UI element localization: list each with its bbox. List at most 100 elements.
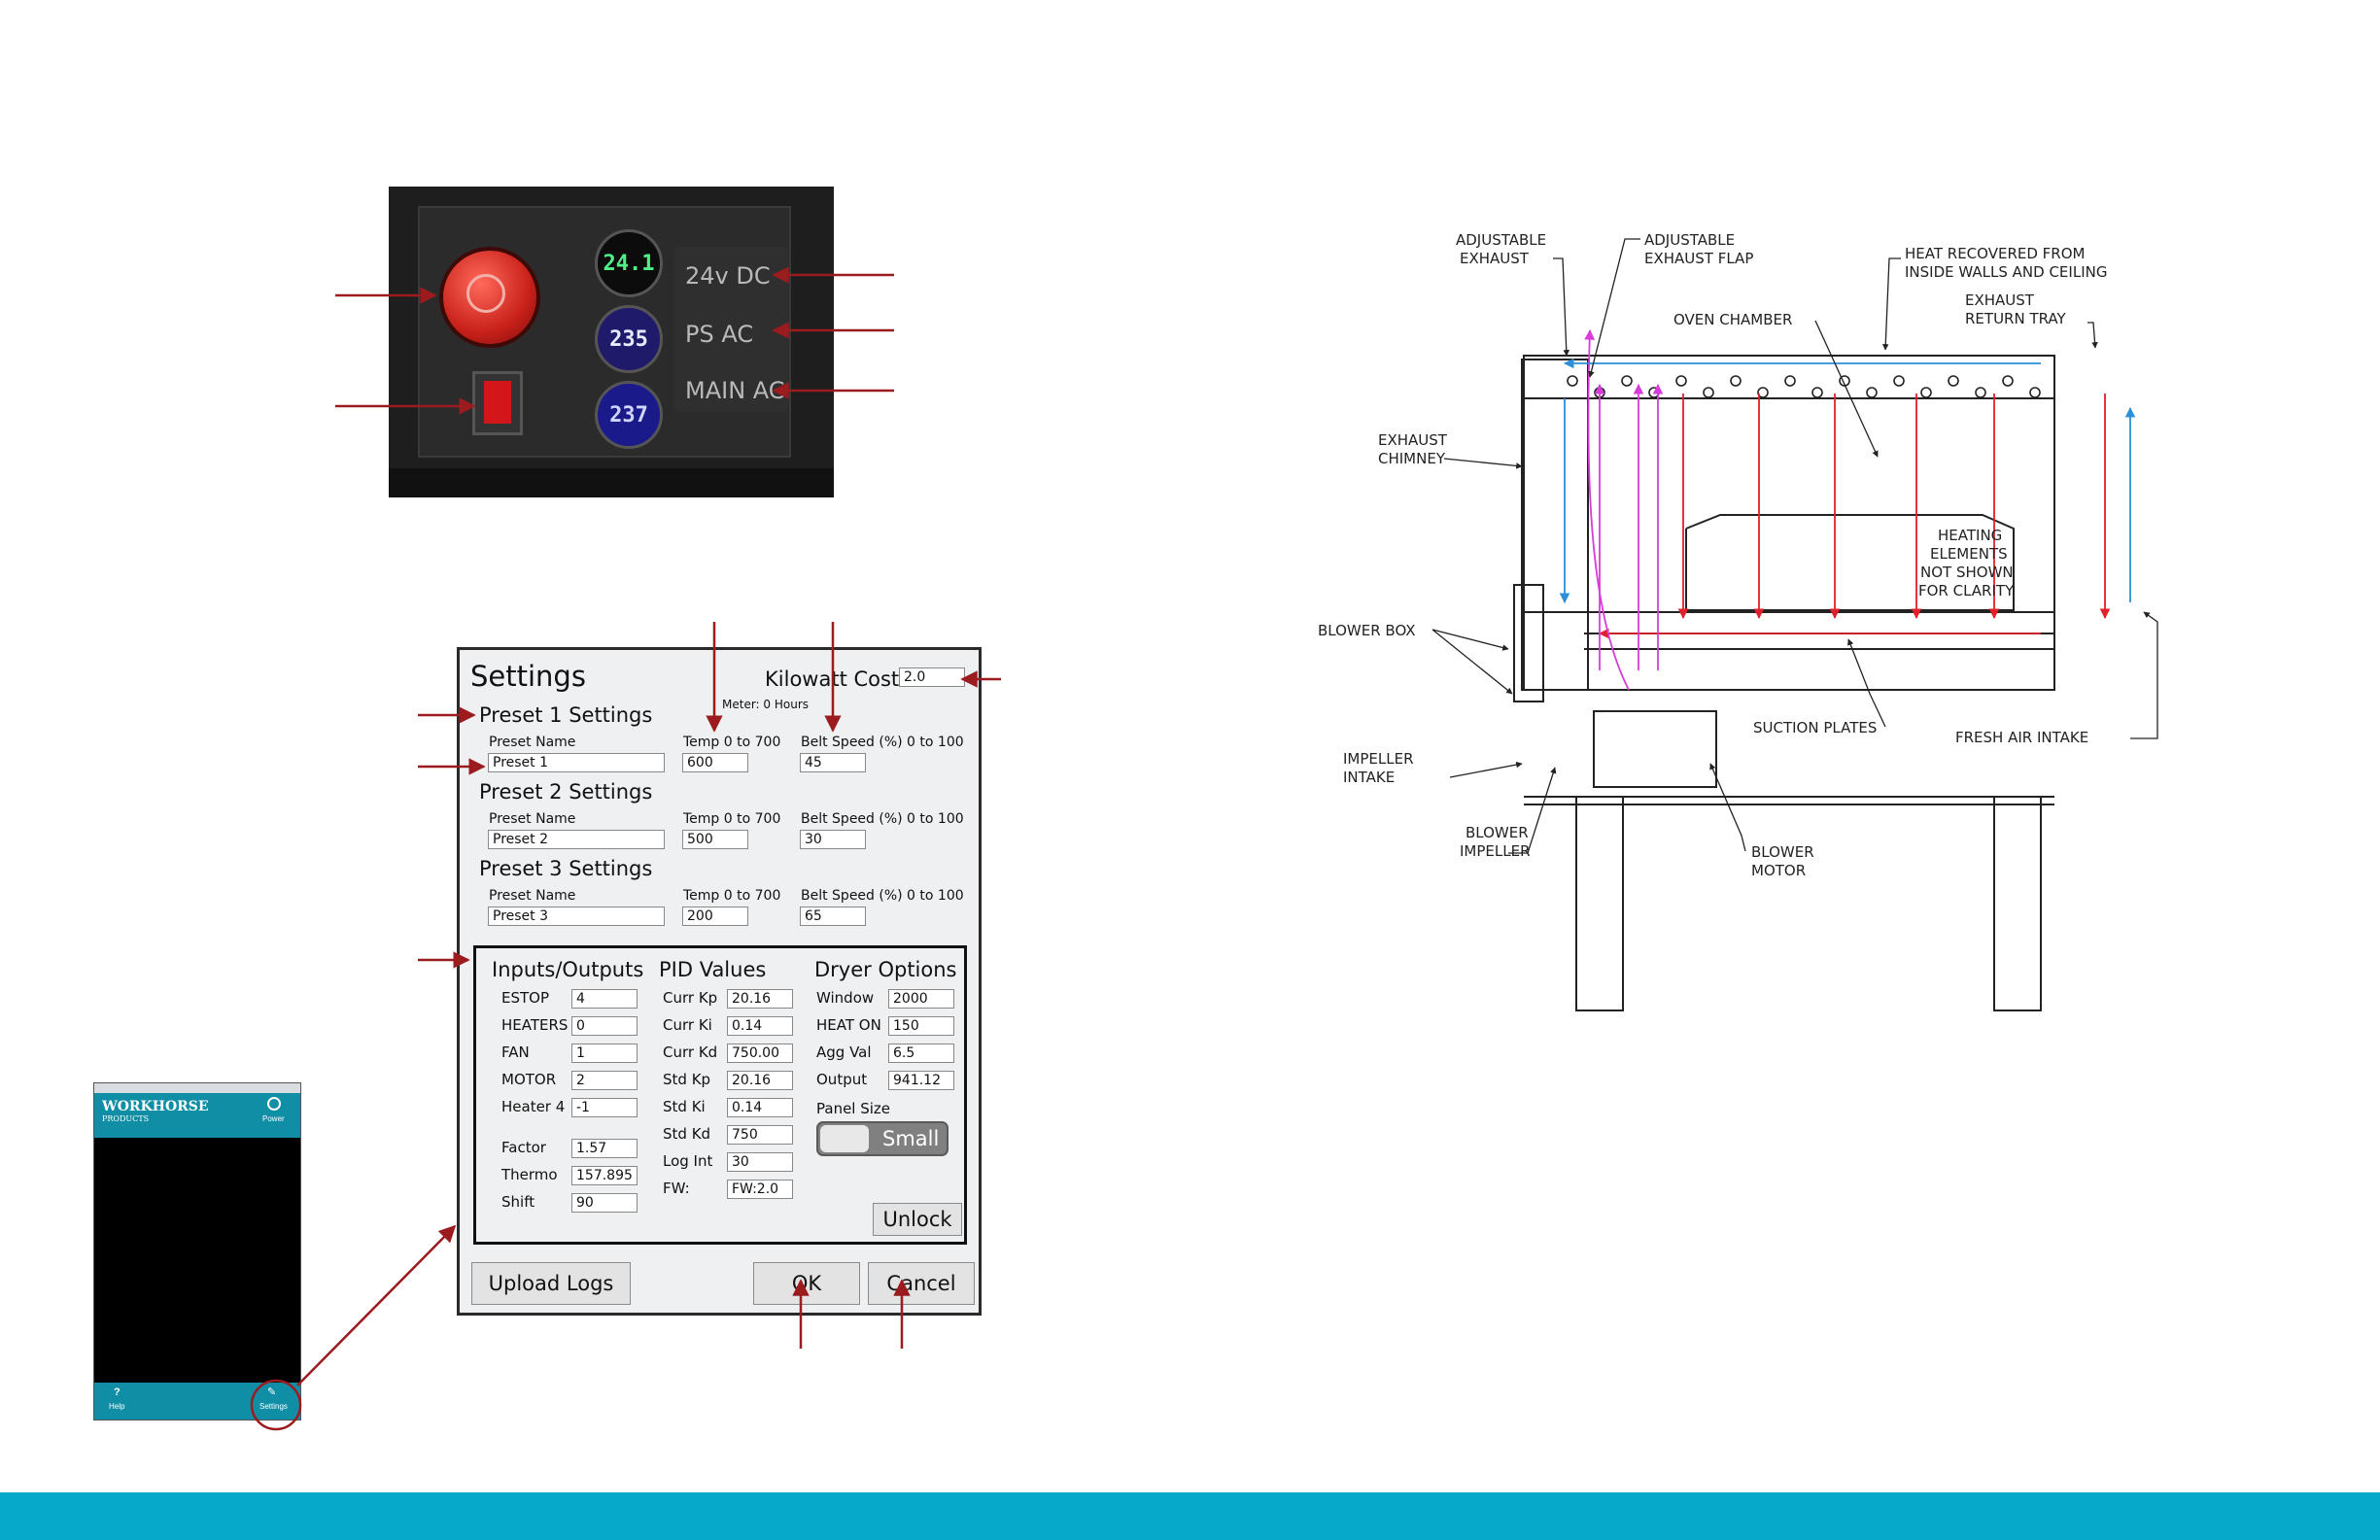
exhaust-chimney	[1521, 359, 1589, 691]
wrench-icon[interactable]: ✎	[267, 1386, 277, 1398]
belt-speed-label: Belt Speed (%) 0 to 100	[801, 811, 964, 827]
preset-3-name-input[interactable]: Preset 3	[488, 907, 665, 926]
preset-3-heading: Preset 3 Settings	[479, 857, 653, 880]
io-value-input[interactable]: 2	[571, 1071, 638, 1090]
label-blower-box: BLOWER BOX	[1318, 622, 1416, 639]
pid-value-input[interactable]: FW:2.0	[727, 1180, 793, 1199]
dryer-value-input[interactable]: 2000	[888, 989, 954, 1009]
preset-3-belt-input[interactable]: 65	[800, 907, 866, 926]
pid-label: Curr Ki	[663, 1016, 712, 1034]
pid-value-input[interactable]: 30	[727, 1152, 793, 1172]
app-footer	[94, 1383, 300, 1420]
pid-label: Curr Kd	[663, 1044, 718, 1061]
arrow-settings-open	[296, 1224, 457, 1386]
dryer-label: Agg Val	[816, 1044, 872, 1061]
belt-speed-label: Belt Speed (%) 0 to 100	[801, 735, 964, 750]
dryer-label: HEAT ON	[816, 1016, 881, 1034]
belt-speed-label: Belt Speed (%) 0 to 100	[801, 888, 964, 904]
preset-name-label: Preset Name	[489, 735, 576, 750]
kilowatt-cost-input[interactable]: 2.0	[899, 667, 965, 687]
pid-label: FW:	[663, 1180, 690, 1197]
blower-box	[1513, 584, 1544, 702]
leg-right	[1993, 796, 2042, 1011]
pid-label: Std Kd	[663, 1125, 711, 1143]
control-panel-photo: 24.1 235 237 24v DC PS AC MAIN AC	[389, 187, 834, 497]
pid-value-input[interactable]: 0.14	[727, 1016, 793, 1036]
preset-2-belt-input[interactable]: 30	[800, 830, 866, 849]
leader-lines	[1431, 238, 2158, 854]
dryer-value-input[interactable]: 941.12	[888, 1071, 954, 1090]
preset-1-belt-input[interactable]: 45	[800, 753, 866, 772]
io-label: Thermo	[501, 1166, 558, 1183]
io-value-input[interactable]: 0	[571, 1016, 638, 1036]
power-label: Power	[262, 1114, 285, 1123]
io-title: Inputs/Outputs	[492, 958, 644, 981]
callout-arrows	[250, 266, 1001, 1431]
oven-lower-body	[1523, 611, 2055, 691]
panel-size-toggle[interactable]: Small	[816, 1121, 949, 1156]
advanced-settings-group: Inputs/Outputs PID Values Dryer Options …	[473, 945, 967, 1245]
io-label: FAN	[501, 1044, 530, 1061]
dryer-value-input[interactable]: 150	[888, 1016, 954, 1036]
pid-label: Curr Kp	[663, 989, 718, 1007]
io-value-input[interactable]: 1	[571, 1044, 638, 1063]
preset-2-temp-input[interactable]: 500	[682, 830, 748, 849]
dryer-value-input[interactable]: 6.5	[888, 1044, 954, 1063]
settings-highlight-circle	[250, 1379, 302, 1431]
app-screen	[94, 1138, 300, 1383]
pid-value-input[interactable]: 20.16	[727, 989, 793, 1009]
hot-air-flow	[1598, 394, 2111, 639]
label-main-ac: MAIN AC	[685, 377, 785, 404]
pid-title: PID Values	[659, 958, 767, 981]
upload-logs-button[interactable]: Upload Logs	[471, 1262, 631, 1305]
settings-window: Settings Kilowatt Cost 2.0 Meter: 0 Hour…	[457, 647, 982, 1316]
pid-label: Log Int	[663, 1152, 713, 1170]
io-value-input[interactable]: 90	[571, 1193, 638, 1213]
preset-3-temp-input[interactable]: 200	[682, 907, 748, 926]
unlock-button[interactable]: Unlock	[873, 1203, 962, 1236]
recirculation-flow	[1584, 328, 1664, 691]
settings-title: Settings	[470, 660, 586, 693]
blower-motor-housing	[1593, 710, 1717, 788]
preset-2-name-input[interactable]: Preset 2	[488, 830, 665, 849]
dryer-label: Output	[816, 1071, 868, 1088]
rotate-icon	[466, 274, 505, 313]
pid-value-input[interactable]: 750.00	[727, 1044, 793, 1063]
meter-hours: Meter: 0 Hours	[722, 698, 810, 711]
label-oven-chamber: OVEN CHAMBER	[1673, 311, 1792, 328]
preset-1-name-input[interactable]: Preset 1	[488, 753, 665, 772]
io-label: Shift	[501, 1193, 535, 1211]
io-value-input[interactable]: 4	[571, 989, 638, 1009]
io-value-input[interactable]: 157.895	[571, 1166, 638, 1185]
settings-label: Settings	[259, 1402, 288, 1411]
titlebar	[94, 1083, 300, 1093]
preset-name-label: Preset Name	[489, 811, 576, 827]
help-label: Help	[109, 1402, 125, 1411]
pid-value-input[interactable]: 20.16	[727, 1071, 793, 1090]
panel-size-label: Panel Size	[816, 1100, 891, 1117]
power-icon[interactable]	[267, 1097, 281, 1111]
dryer-label: Window	[816, 989, 875, 1007]
temp-label: Temp 0 to 700	[683, 735, 781, 750]
app-header	[94, 1093, 300, 1138]
pid-value-input[interactable]: 0.14	[727, 1098, 793, 1117]
pid-label: Std Kp	[663, 1071, 711, 1088]
io-value-input[interactable]: 1.57	[571, 1139, 638, 1158]
heat-recovery-flow	[1559, 358, 2136, 604]
io-value-input[interactable]: -1	[571, 1098, 638, 1117]
io-label: HEATERS	[501, 1016, 569, 1034]
preset-1-temp-input[interactable]: 600	[682, 753, 748, 772]
help-icon[interactable]: ?	[114, 1386, 121, 1398]
preset-1-heading: Preset 1 Settings	[479, 703, 653, 727]
pid-value-input[interactable]: 750	[727, 1125, 793, 1145]
leg-left	[1575, 796, 1624, 1011]
